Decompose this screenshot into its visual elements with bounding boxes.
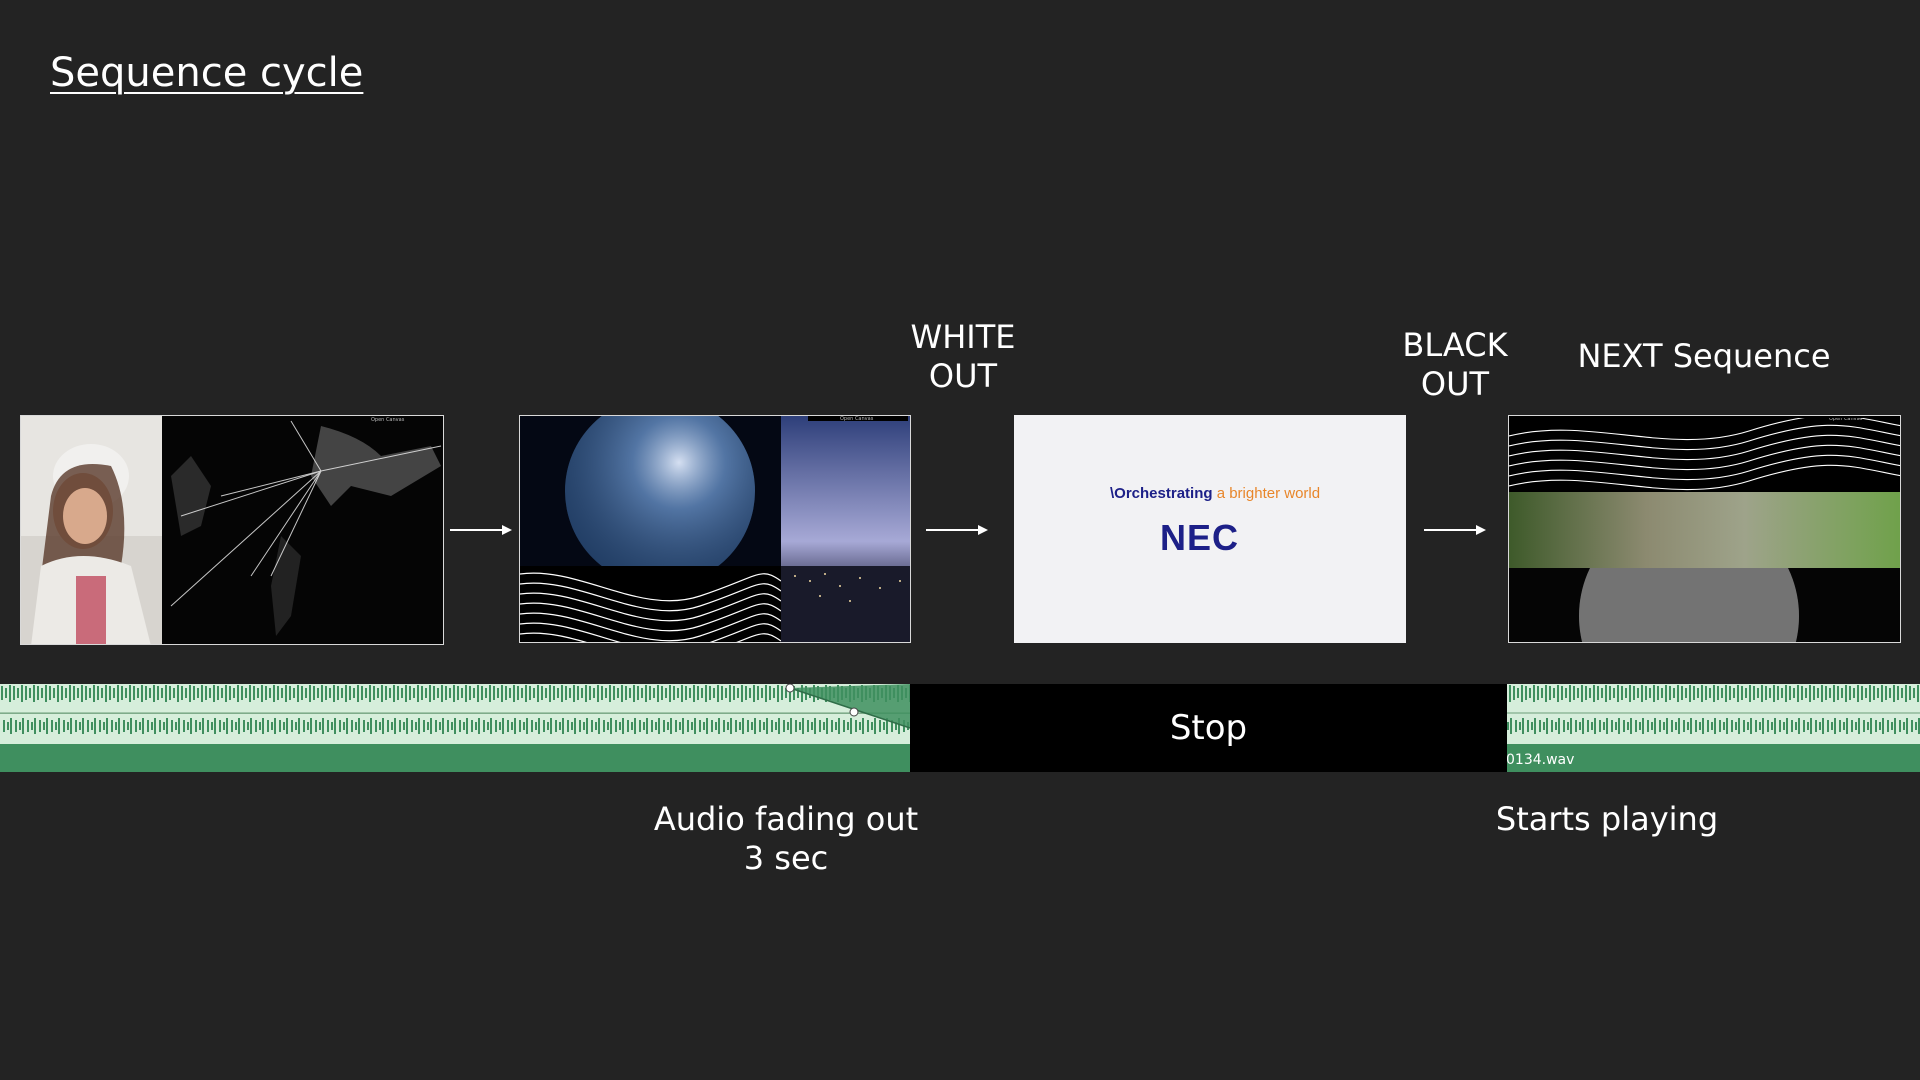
black-out-label: BLACK OUT bbox=[1395, 326, 1515, 404]
next-sequence-label: NEXT Sequence bbox=[1577, 337, 1831, 375]
slide-thumbnail-4: Open Canvas bbox=[1508, 415, 1901, 643]
black-out-line-1: BLACK bbox=[1402, 326, 1508, 364]
audio-fading-line-1: Audio fading out bbox=[653, 800, 919, 838]
stop-label: Stop bbox=[1169, 708, 1248, 748]
slide-thumbnail-3-nec: \Orchestrating a brighter world NEC bbox=[1014, 415, 1406, 643]
audio-waveform bbox=[0, 683, 1920, 772]
tagline-prefix: \Orchestrating bbox=[1110, 485, 1213, 502]
page-title: Sequence cycle bbox=[50, 50, 364, 96]
slide-thumbnail-1: Open Canvas bbox=[20, 415, 444, 645]
arrow-right-icon bbox=[450, 520, 514, 544]
audio-fading-label: Audio fading out 3 sec bbox=[636, 800, 936, 878]
white-out-line-1: WHITE bbox=[910, 318, 1016, 356]
slide-2-corner-text: Open Canvas bbox=[840, 416, 874, 422]
slide-1-image: Open Canvas bbox=[21, 416, 443, 644]
slide-thumbnail-2: Open Canvas bbox=[519, 415, 911, 643]
white-out-line-2: OUT bbox=[928, 357, 998, 395]
audio-track[interactable]: 0134.wav bbox=[0, 683, 1920, 772]
arrow-right-icon bbox=[1424, 520, 1488, 544]
arrow-right-icon bbox=[926, 520, 990, 544]
nec-logo: NEC bbox=[1160, 517, 1240, 558]
slide-2-image: Open Canvas bbox=[520, 416, 910, 642]
starts-playing-label: Starts playing bbox=[1495, 800, 1719, 838]
black-out-line-2: OUT bbox=[1420, 365, 1490, 403]
fade-keyframe-icon[interactable] bbox=[849, 707, 859, 717]
tagline-suffix: a brighter world bbox=[1212, 485, 1321, 502]
audio-file-name: 0134.wav bbox=[1506, 752, 1575, 768]
fade-keyframe-icon[interactable] bbox=[785, 683, 795, 693]
slide-4-corner-text: Open Canvas bbox=[1829, 416, 1863, 422]
slide-4-image: Open Canvas bbox=[1509, 416, 1900, 642]
stop-block: Stop bbox=[910, 684, 1507, 772]
audio-fading-line-2: 3 sec bbox=[743, 839, 829, 877]
white-out-label: WHITE OUT bbox=[903, 318, 1023, 396]
slide-1-corner-text: Open Canvas bbox=[371, 417, 405, 423]
nec-tagline: \Orchestrating a brighter world bbox=[1110, 485, 1320, 502]
